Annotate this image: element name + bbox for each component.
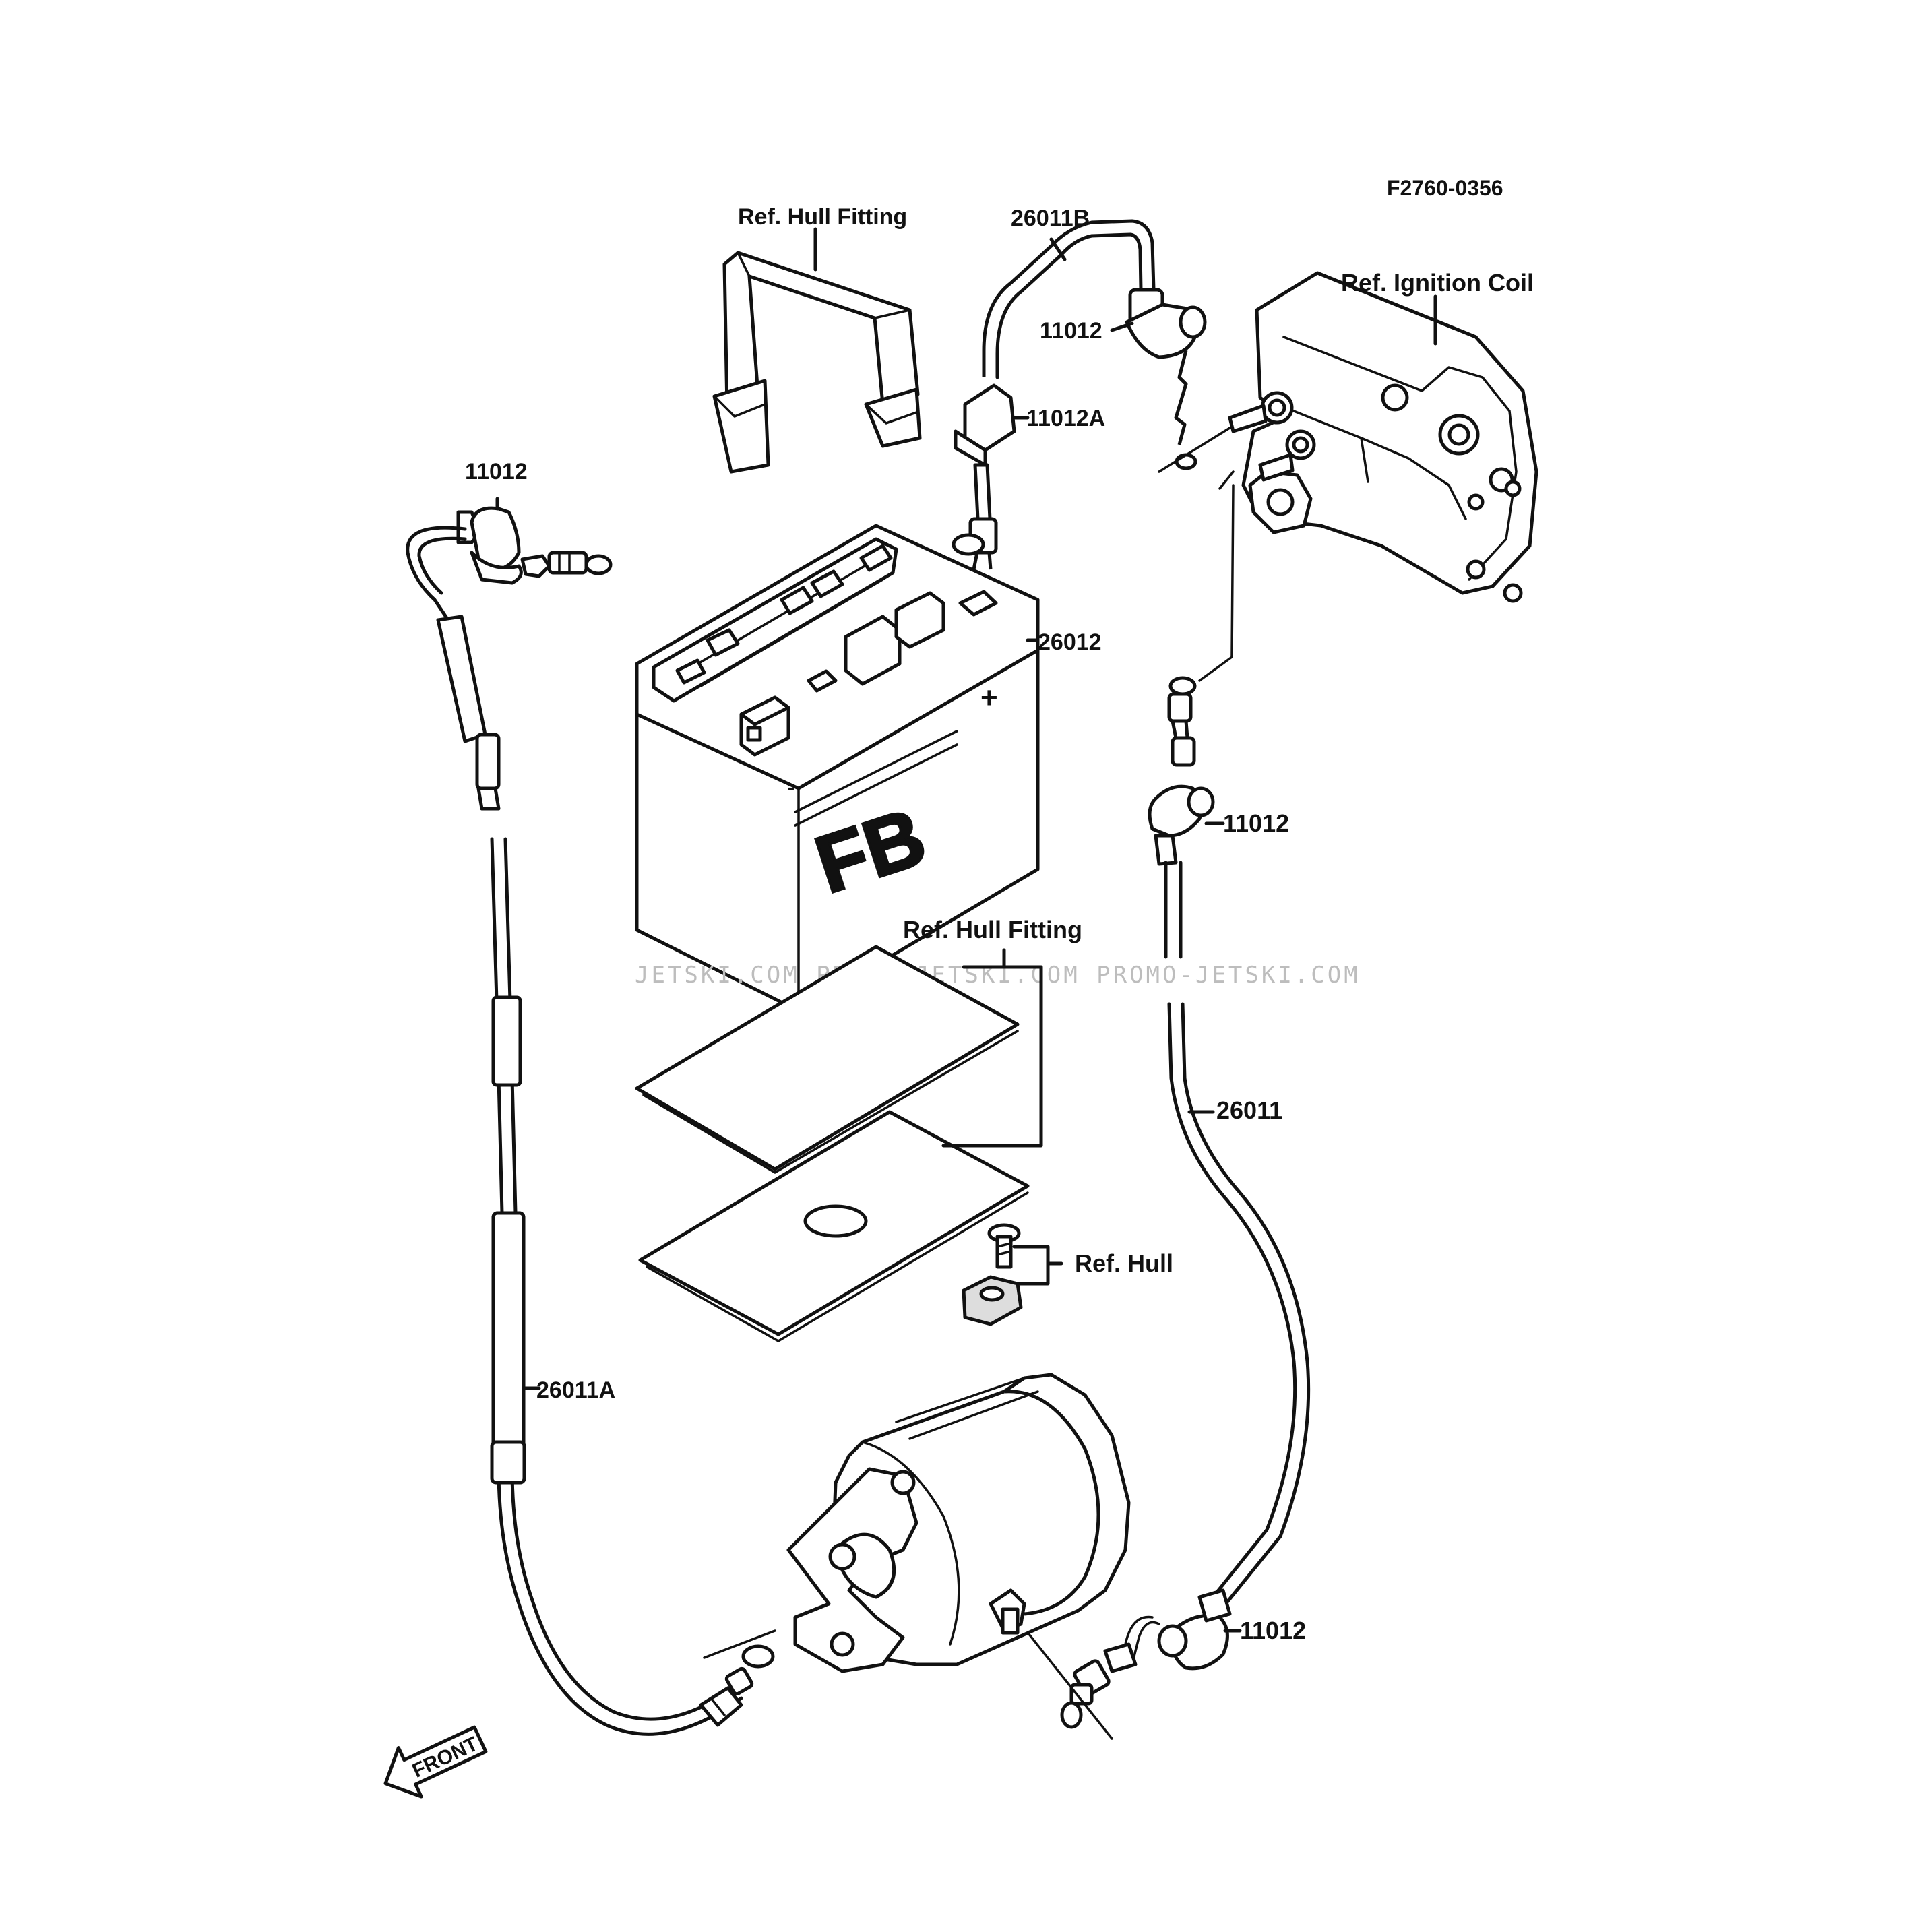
cap-11012-top (1125, 288, 1207, 470)
callout-11012-right: 11012 (1223, 809, 1289, 837)
callout-hull-fitting-mats: Ref. Hull Fitting (903, 916, 1082, 943)
figure-code: F2760-0356 (1387, 176, 1503, 200)
cable-26011 (1164, 861, 1183, 959)
hull-fitting-mats (635, 945, 1030, 1342)
minus-terminal-mark: - (787, 775, 794, 801)
cable-26011A-main (490, 837, 743, 1736)
coil-lower-dash (1198, 484, 1235, 682)
cable-26011A-upper (406, 526, 467, 622)
cap-11012-bottom (1060, 1588, 1232, 1729)
ground-dash (703, 1629, 776, 1659)
callout-26011A: 26011A (536, 1377, 615, 1403)
connector-11012A (952, 383, 1016, 570)
callout-11012-left: 11012 (465, 459, 528, 485)
cap-11012-left (456, 506, 613, 585)
hull-bolt (962, 1223, 1023, 1326)
callout-11012-bottom: 11012 (1240, 1617, 1306, 1644)
callout-26012: 26012 (1038, 629, 1102, 655)
starter-terminal-dash (1020, 1623, 1113, 1740)
starter-motor (786, 1373, 1131, 1673)
leader-26011B (1049, 237, 1067, 261)
battery-26012: + - FB (635, 524, 1040, 1013)
callout-11012A: 11012A (1026, 406, 1105, 431)
callout-hull: Ref. Hull (1075, 1249, 1173, 1277)
plus-terminal-mark: + (980, 681, 998, 714)
cable-26011B (982, 219, 1156, 377)
hull-fitting-strap (712, 251, 922, 474)
callout-26011: 26011 (1216, 1096, 1282, 1124)
coil-terminal-dash (1158, 427, 1235, 490)
callout-11012-top: 11012 (1040, 318, 1102, 344)
ignition-coil (1228, 271, 1538, 603)
starter-terminal-left (699, 1644, 775, 1727)
callout-ignition-coil: Ref. Ignition Coil (1341, 269, 1534, 297)
front-arrow: FRONT (383, 1725, 488, 1799)
leader-hull (1012, 1245, 1063, 1286)
callout-hull-fitting-strap: Ref. Hull Fitting (738, 204, 907, 230)
callout-26011B: 26011B (1011, 206, 1090, 231)
leader-11012-top (1110, 321, 1134, 332)
cap-11012-right (1148, 676, 1215, 866)
